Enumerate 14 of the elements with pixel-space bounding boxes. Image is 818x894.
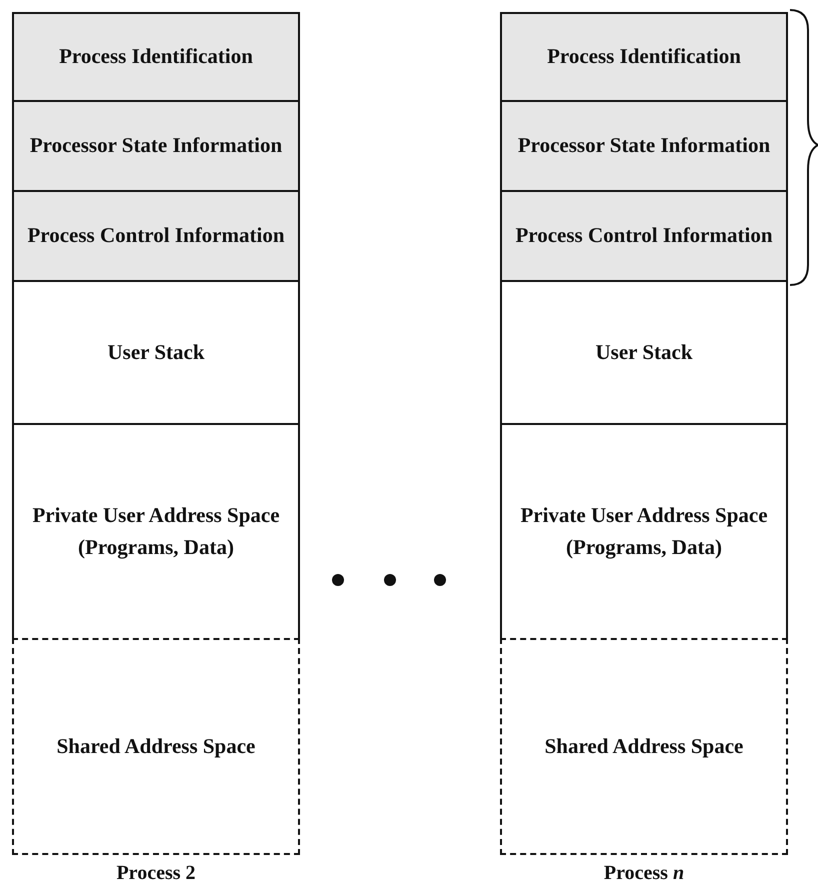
memory-region: Private User Address Space (Programs, Data) (500, 423, 788, 640)
memory-region: Private User Address Space (Programs, Data) (12, 423, 300, 640)
memory-region: User Stack (500, 280, 788, 425)
header-section: Process Identification (12, 12, 300, 102)
column-caption: Process 2 (115, 862, 197, 885)
memory-region: User Stack (12, 280, 300, 425)
header-section: Processor State Information (12, 100, 300, 192)
column-caption: Process n (602, 862, 686, 885)
memory-region: Shared Address Space (500, 638, 788, 855)
header-section: Process Control Information (12, 190, 300, 282)
header-section: Process Control Information (500, 190, 788, 282)
header-section: Process Identification (500, 12, 788, 102)
header-section: Processor State Information (500, 100, 788, 192)
memory-region: Shared Address Space (12, 638, 300, 855)
